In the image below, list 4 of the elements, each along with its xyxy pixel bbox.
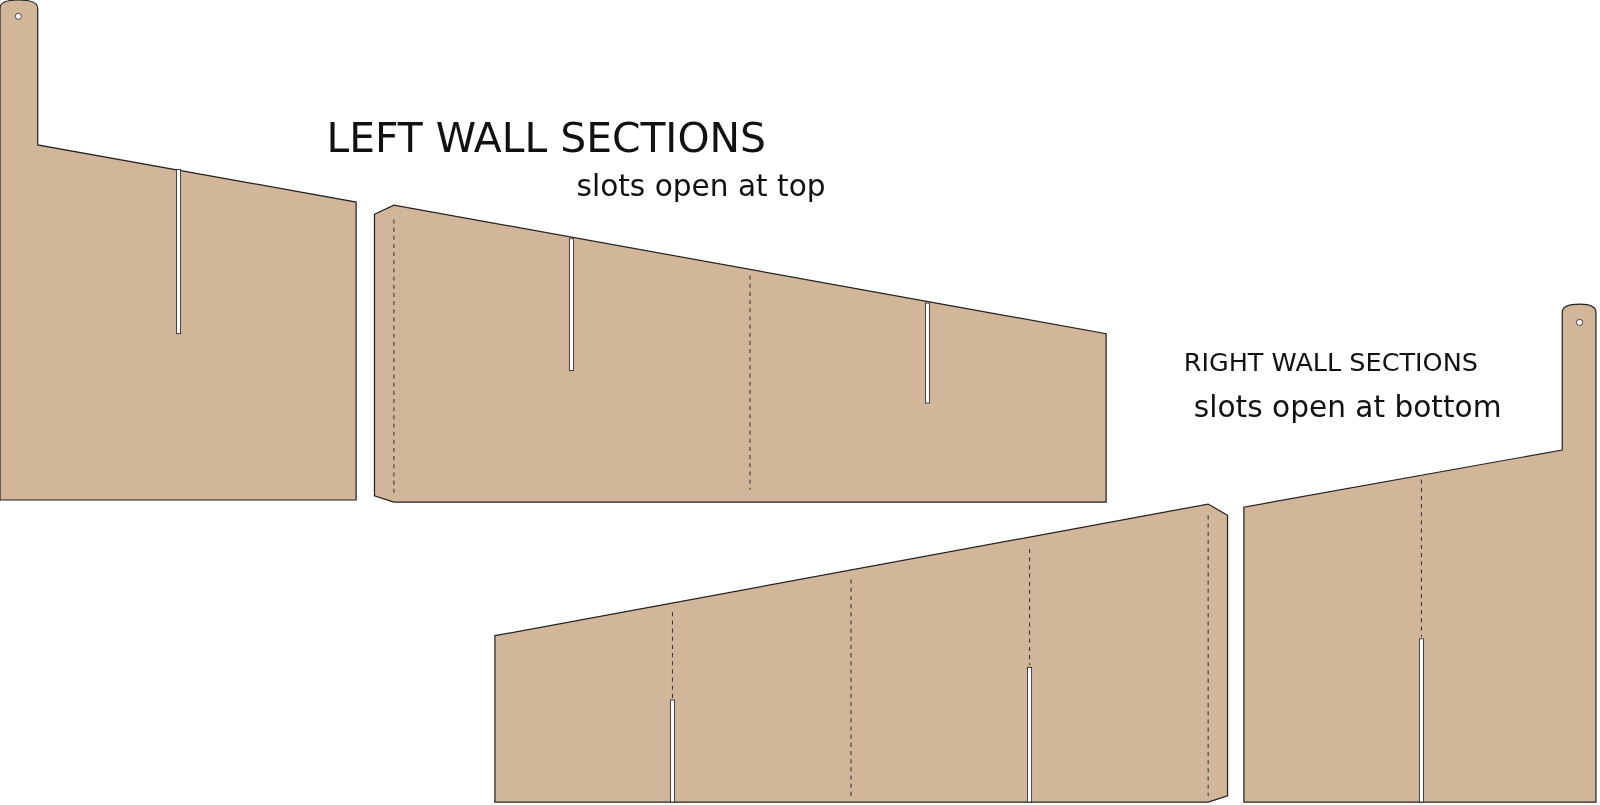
note-text: slots open at top [576,171,826,201]
section-heading: LEFT WALL SECTIONS [326,117,766,159]
note-text: slots open at bottom [1193,392,1502,423]
section-heading: RIGHT WALL SECTIONS [1183,350,1478,376]
